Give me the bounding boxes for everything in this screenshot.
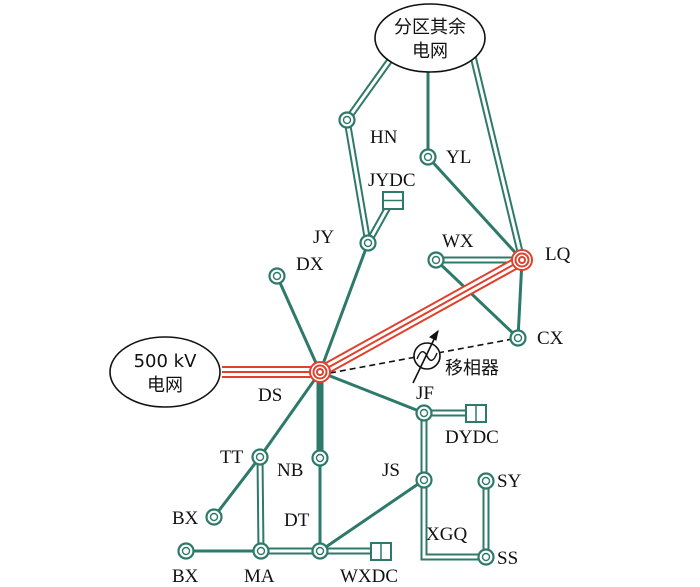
line-dt-js: [318, 478, 426, 553]
node-jy: [359, 234, 377, 252]
label-xgq: XGQ: [426, 524, 467, 545]
label-wx: WX: [442, 231, 474, 252]
node-lq: [511, 249, 533, 271]
label-js: JS: [382, 460, 400, 481]
label-bx1: BX: [172, 508, 199, 529]
wxdc-box: [370, 542, 392, 561]
line-ds-tt: [258, 370, 322, 459]
region-grid: 分区其余 电网: [374, 3, 486, 73]
label-phase-shifter: 移相器: [445, 358, 499, 379]
region-grid-line2: 电网: [412, 41, 448, 62]
node-tt: [251, 448, 269, 466]
label-dt: DT: [284, 510, 310, 531]
line-dx-ds: [275, 274, 322, 374]
region-grid-line1: 分区其余: [394, 17, 466, 38]
node-bx2: [177, 542, 195, 560]
line-js-ss: [420, 476, 490, 561]
node-dt: [311, 542, 329, 560]
label-lq: LQ: [545, 244, 571, 265]
node-hn: [338, 111, 356, 129]
node-labels: HN YL JYDC JY DX WX LQ CX 移相器 DS JF DYDC…: [172, 127, 571, 587]
line-lq-cx: [516, 258, 524, 340]
node-jf: [415, 404, 433, 422]
label-nb: NB: [277, 460, 303, 481]
line-yl-lq: [426, 155, 524, 262]
label-cx: CX: [537, 328, 564, 349]
node-bx1: [205, 508, 223, 526]
label-ma: MA: [244, 566, 275, 587]
label-hn: HN: [370, 127, 398, 148]
label-yl: YL: [446, 147, 471, 168]
jydc-box: [382, 191, 404, 210]
line-tt-bx: [212, 455, 262, 519]
label-jydc: JYDC: [368, 170, 416, 191]
hv-lines: [222, 254, 525, 378]
node-ss: [477, 548, 495, 566]
line-jy-ds: [318, 241, 370, 374]
label-tt: TT: [220, 447, 244, 468]
label-sy: SY: [497, 471, 522, 492]
label-ss: SS: [497, 548, 518, 569]
node-nb: [311, 449, 329, 467]
label-wxdc: WXDC: [340, 566, 398, 587]
node-cx: [509, 329, 527, 347]
line-ds-jf: [318, 370, 426, 415]
dc-converters: [370, 191, 487, 561]
nodes: [177, 111, 533, 566]
node-ds: [309, 361, 331, 383]
label-jy: JY: [313, 227, 334, 248]
node-wx: [427, 251, 445, 269]
node-ma: [252, 542, 270, 560]
line-wx-cx: [434, 258, 520, 340]
label-dydc: DYDC: [445, 427, 499, 448]
phase-shifter-icon: [412, 329, 441, 384]
kv500-grid-line2: 电网: [147, 375, 183, 396]
node-dx: [268, 267, 286, 285]
transmission-lines: [184, 48, 526, 561]
kv500-grid: 500 kV 电网: [109, 336, 221, 408]
dydc-box: [465, 404, 487, 423]
kv500-grid-line1: 500 kV: [134, 351, 198, 372]
label-ds: DS: [258, 385, 282, 406]
label-jf: JF: [416, 383, 434, 404]
label-dx: DX: [296, 254, 324, 275]
node-sy: [477, 472, 495, 490]
node-js: [415, 471, 433, 489]
label-bx2: BX: [172, 566, 199, 587]
node-yl: [419, 148, 437, 166]
